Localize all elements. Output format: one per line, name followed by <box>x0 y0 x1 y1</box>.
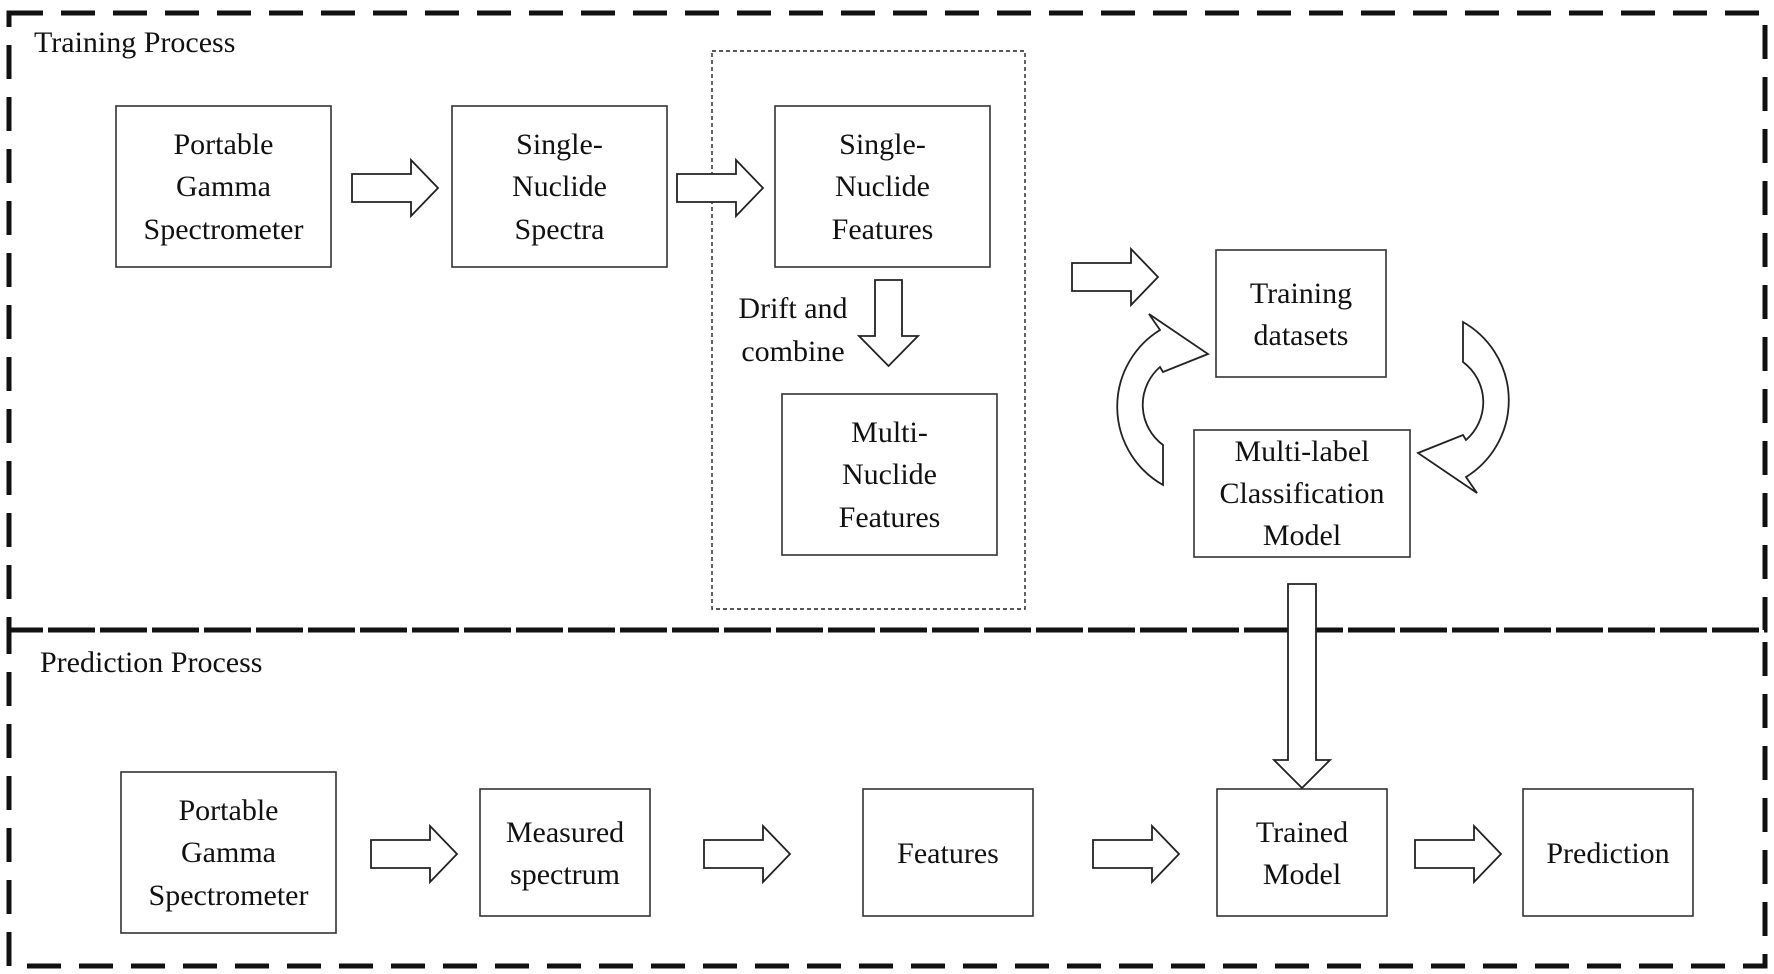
trained-model-to-prediction-arrow <box>1414 823 1503 885</box>
loop-arrow-left <box>1116 313 1210 487</box>
node-line: Spectrometer <box>149 879 309 912</box>
node-line: Multi-label <box>1235 435 1370 468</box>
spectrometer-to-measured-arrow <box>370 823 459 885</box>
node-line: Model <box>1263 858 1341 891</box>
prediction-node: Prediction <box>1522 788 1694 917</box>
node-line: spectrum <box>510 858 620 891</box>
node-line: Multi- <box>851 416 928 449</box>
node-line: Gamma <box>181 836 276 869</box>
edge-label-line: combine <box>741 335 844 368</box>
spectra-to-features-arrow <box>676 157 765 219</box>
node-line: Gamma <box>176 170 271 203</box>
node-line: datasets <box>1254 319 1349 352</box>
node-line: Spectra <box>515 213 605 246</box>
training-datasets-node: Training datasets <box>1215 249 1387 378</box>
measured-to-features-arrow <box>703 823 792 885</box>
multi-nuclide-features-node: Multi- Nuclide Features <box>781 393 998 556</box>
prediction-process-frame <box>6 627 1768 969</box>
node-line: Single- <box>516 128 603 161</box>
single-nuclide-spectra-node: Single- Nuclide Spectra <box>451 105 668 268</box>
node-line: Measured <box>506 816 624 849</box>
node-line: Classification <box>1220 477 1385 510</box>
trained-model-node: Trained Model <box>1216 788 1388 917</box>
node-line: Portable <box>179 794 279 827</box>
node-line: Features <box>897 837 999 870</box>
node-line: Training <box>1250 277 1352 310</box>
node-line: Features <box>839 501 941 534</box>
prediction-portable-spectrometer-node: Portable Gamma Spectrometer <box>120 771 337 934</box>
features-to-datasets-arrow <box>1071 246 1160 308</box>
node-line: Nuclide <box>835 170 930 203</box>
node-line: Single- <box>839 128 926 161</box>
measured-spectrum-node: Measured spectrum <box>479 788 651 917</box>
node-line: Portable <box>174 128 274 161</box>
training-process-title: Training Process <box>34 26 235 59</box>
loop-arrow-right <box>1416 320 1510 494</box>
edge-label-line: Drift and <box>738 292 847 325</box>
training-portable-spectrometer-node: Portable Gamma Spectrometer <box>115 105 332 268</box>
prediction-process-title: Prediction Process <box>40 646 262 679</box>
node-line: Nuclide <box>842 458 937 491</box>
node-line: Spectrometer <box>144 213 304 246</box>
multi-label-classification-model-node: Multi-label Classification Model <box>1193 429 1411 558</box>
features-to-trained-model-arrow <box>1092 823 1181 885</box>
node-line: Nuclide <box>512 170 607 203</box>
node-line: Features <box>832 213 934 246</box>
single-nuclide-features-node: Single- Nuclide Features <box>774 105 991 268</box>
training-process-frame <box>6 10 1768 633</box>
feature-generation-group <box>711 50 1026 610</box>
drift-and-combine-arrow <box>856 279 921 368</box>
node-line: Prediction <box>1546 837 1669 870</box>
drift-and-combine-label: Drift and combine <box>738 292 847 368</box>
model-to-trained-model-arrow <box>1271 583 1333 790</box>
features-node: Features <box>862 788 1034 917</box>
spectrometer-to-spectra-arrow <box>351 157 440 219</box>
node-line: Trained <box>1256 816 1348 849</box>
node-line: Model <box>1263 519 1341 552</box>
